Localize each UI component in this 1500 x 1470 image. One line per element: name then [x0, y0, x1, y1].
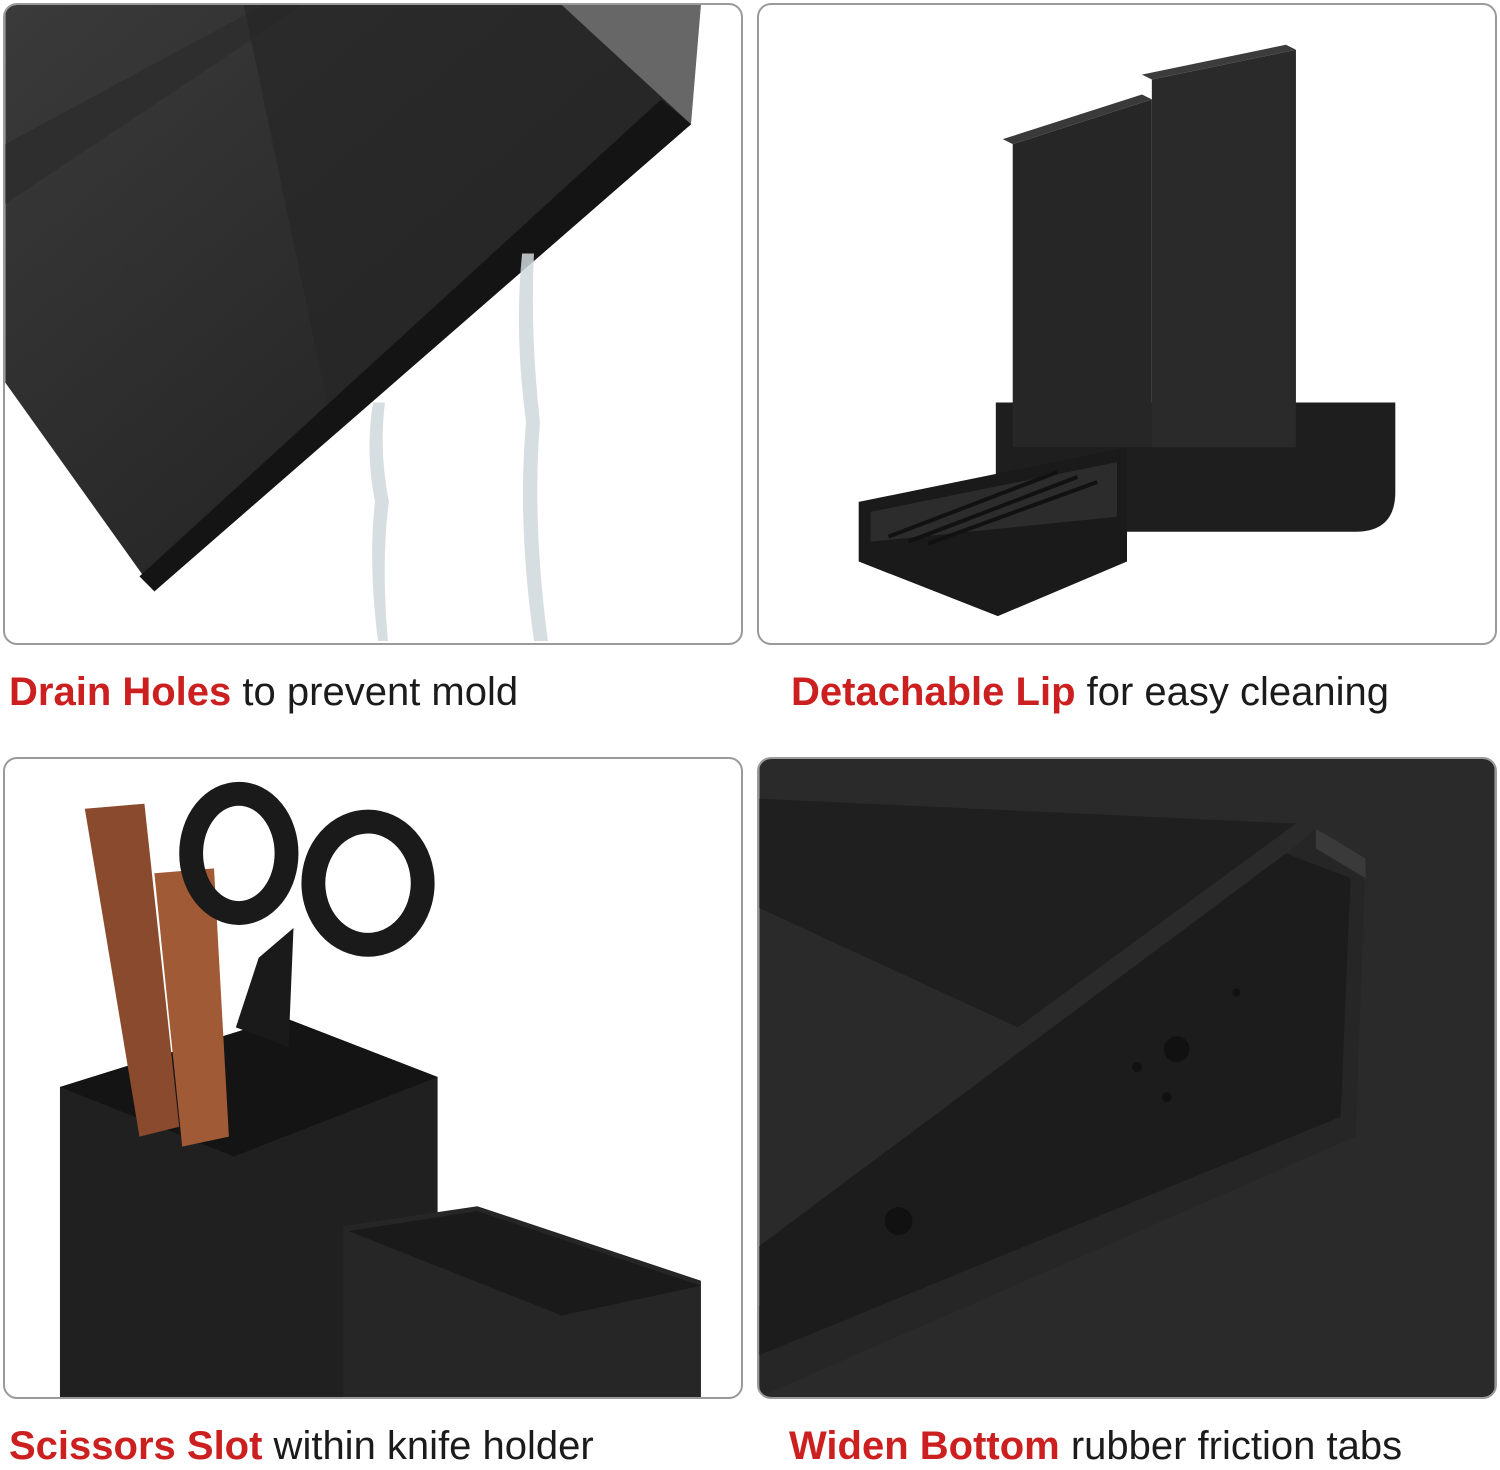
caption-highlight: Scissors Slot — [9, 1424, 263, 1468]
caption-text: rubber friction tabs — [1059, 1424, 1403, 1468]
water-draining-image — [5, 5, 701, 642]
drain-holes-caption: Drain Holes to prevent mold — [9, 668, 518, 716]
detachable-lip-image-panel — [757, 3, 1497, 645]
caption-highlight: Drain Holes — [9, 670, 232, 714]
knives-scissors-image — [59, 781, 701, 1397]
scissors-slot-caption: Scissors Slot within knife holder — [9, 1422, 594, 1470]
widen-bottom-caption: Widen Bottom rubber friction tabs — [789, 1422, 1402, 1470]
holder-with-tray-image — [858, 44, 1396, 617]
widen-bottom-image-panel — [757, 757, 1497, 1399]
caption-text: to prevent mold — [231, 670, 519, 714]
caption-highlight: Widen Bottom — [789, 1424, 1060, 1468]
caption-highlight: Detachable Lip — [791, 670, 1076, 714]
drain-holes-image-panel — [3, 3, 743, 645]
detachable-lip-caption: Detachable Lip for easy cleaning — [791, 668, 1389, 716]
bottom-view-image — [759, 759, 1495, 1397]
caption-text: within knife holder — [262, 1424, 594, 1468]
caption-text: for easy cleaning — [1075, 670, 1390, 714]
scissors-slot-image-panel — [3, 757, 743, 1399]
